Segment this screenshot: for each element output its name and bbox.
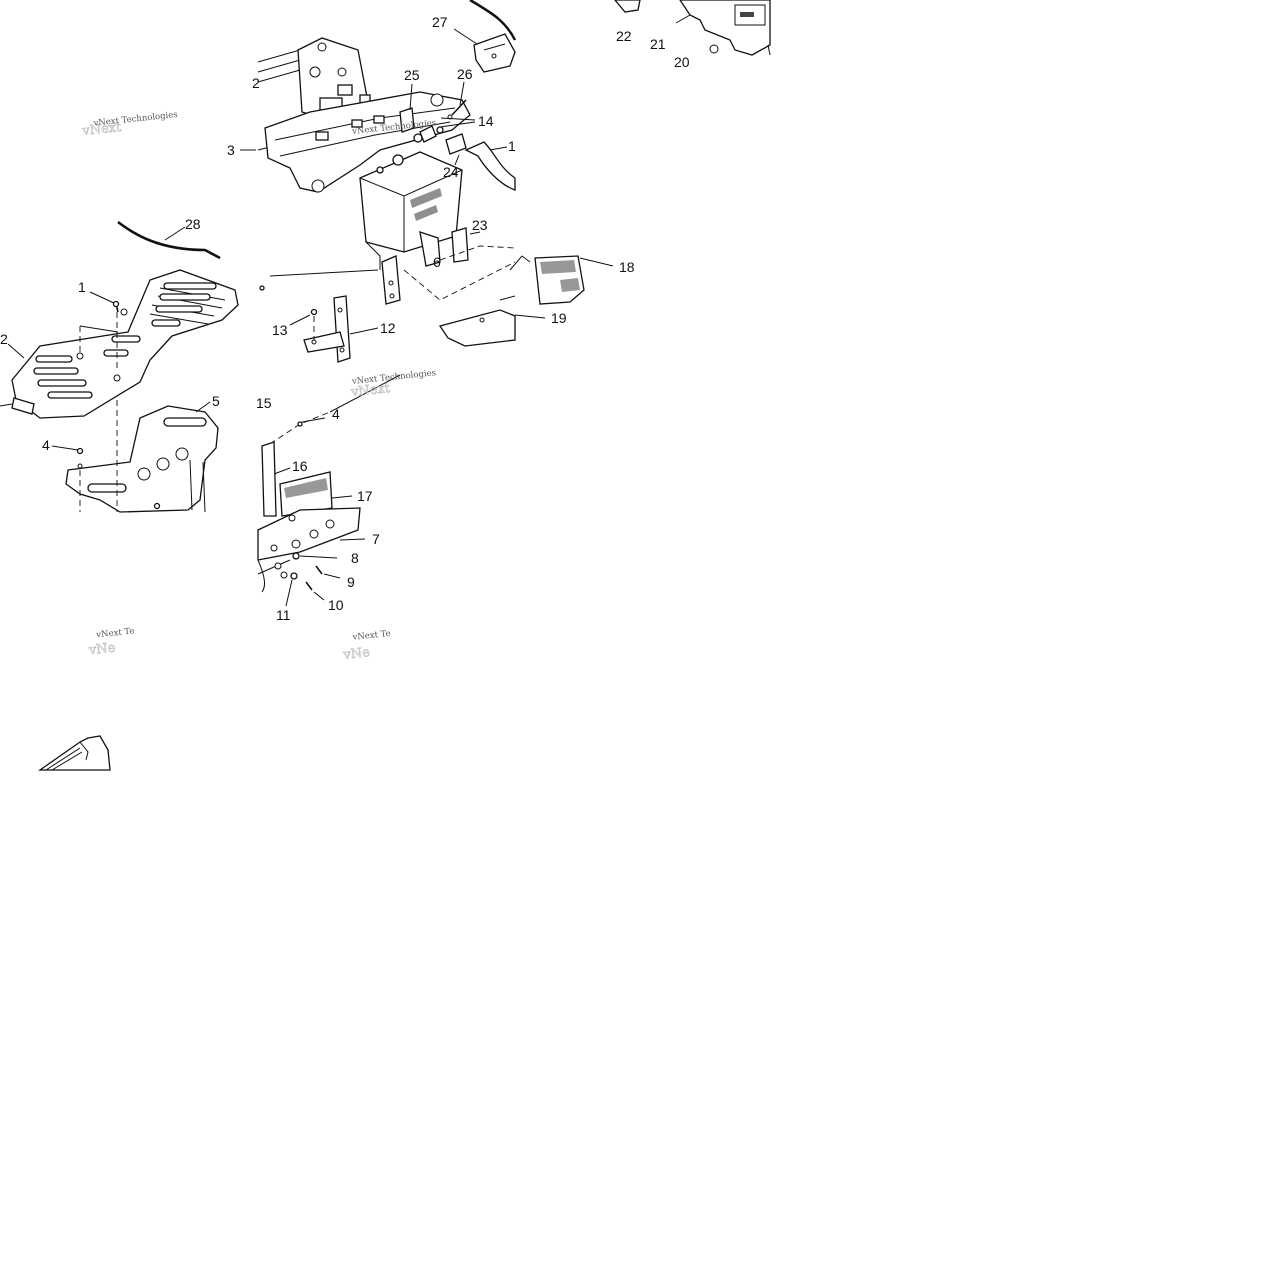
callout-4-lower: 4 [42,437,50,453]
callout-12: 12 [380,320,396,336]
callout-9: 9 [347,574,355,590]
callout-21: 21 [650,36,666,52]
main-frame-assembly [240,37,516,193]
fender-trim-28 [117,220,221,260]
callout-2-rack: 2 [0,331,8,347]
svg-text:vNext Technologies: vNext Technologies [350,368,436,387]
callout-22: 22 [616,28,632,44]
watermark-4: vNe vNext Te [87,626,135,659]
svg-text:vNext: vNext [349,381,391,400]
svg-text:vNext Technologies: vNext Technologies [92,110,178,129]
callout-18: 18 [619,259,635,275]
callout-28: 28 [185,216,201,232]
svg-text:vNext Te: vNext Te [351,629,391,643]
callout-19: 19 [551,310,567,326]
callout-25: 25 [404,67,420,83]
watermark-5: vNe vNext Te [341,629,391,663]
callout-7: 7 [372,531,380,547]
callout-20: 20 [674,54,690,70]
callout-26: 26 [457,66,473,82]
callout-24: 24 [443,164,459,180]
svg-text:vNext Te: vNext Te [95,626,135,640]
callout-1-bolt: 1 [78,279,86,295]
battery [359,151,463,270]
callout-4-upper: 4 [332,406,340,422]
callout-8: 8 [351,550,359,566]
callout-11: 11 [276,607,291,623]
callout-27: 27 [432,14,448,30]
watermark-1: vNext vNext Technologies [80,110,178,139]
rear-fender-fragment [614,0,771,56]
rack-support [51,400,219,513]
callout-3: 3 [227,142,235,158]
rear-bumper-assembly [257,374,401,607]
battery-brackets [259,227,516,363]
svg-text:vNe: vNe [342,645,371,663]
front-rack [0,269,239,419]
tail-light-assembly [453,0,517,73]
watermark-3: vNext vNext Technologies [349,368,436,400]
callout-10: 10 [328,597,344,613]
callout-14: 14 [478,113,494,129]
callout-23: 23 [472,217,488,233]
callout-5: 5 [212,393,220,409]
callout-1-hose: 1 [508,138,516,154]
callout-17: 17 [357,488,373,504]
callout-13: 13 [272,322,288,338]
svg-text:vNe: vNe [87,641,116,659]
callout-16: 16 [292,458,308,474]
side-panel-assembly [438,255,614,347]
lower-left-fragment [37,735,111,771]
callout-labels: 27 22 21 20 25 26 14 1 3 24 2 28 23 6 18… [0,14,690,623]
callout-2-frame: 2 [252,75,260,91]
callout-6: 6 [433,254,441,270]
svg-text:vNext: vNext [81,120,123,139]
callout-15: 15 [256,395,272,411]
